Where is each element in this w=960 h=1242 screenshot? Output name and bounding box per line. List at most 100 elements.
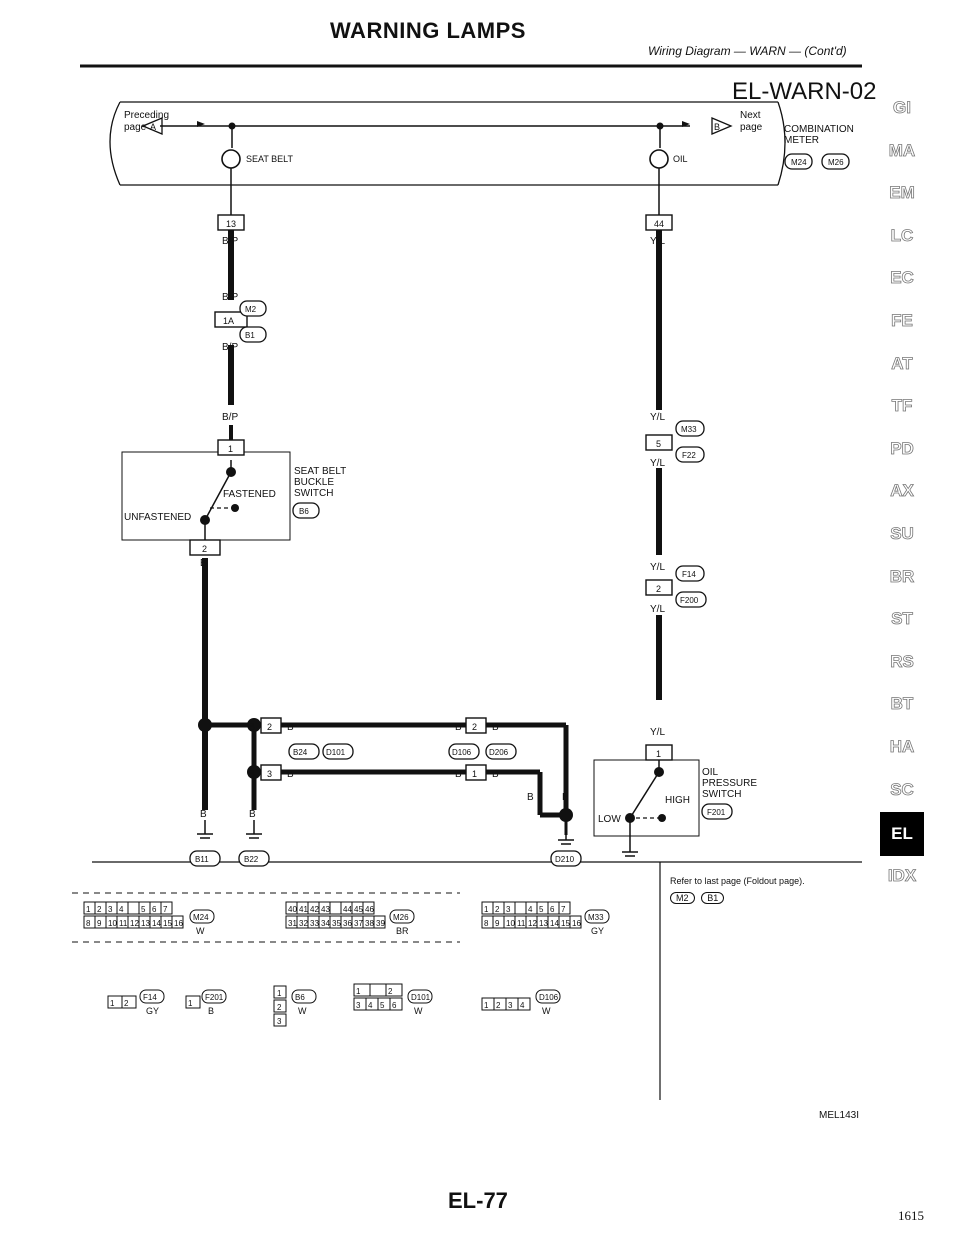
tab-pd[interactable]: PD [890,438,914,458]
gnd-wire-b-12: B [249,809,256,820]
m26-row1-pin: 40 [288,905,297,914]
next-label-2: page [740,122,763,133]
m26-row1-pin: 45 [354,905,363,914]
oil-lamp-icon [649,149,669,169]
seatbelt-lamp-icon [221,149,241,169]
d101-id: D101 [411,993,431,1002]
m33-id: M33 [588,913,604,922]
d101-row2-cell [389,997,403,1011]
tab-ec[interactable]: EC [890,268,914,288]
d101-row1-pin: 1 [356,987,361,996]
tab-em[interactable]: EM [889,183,915,203]
seatbelt-conn-m2: M2 [245,305,257,314]
m26-row2-pin: 37 [354,919,363,928]
oil-sw-name-1: OIL [702,767,719,778]
oil-pin-2: 2 [656,584,661,594]
next-label: Next [740,110,761,121]
f201-id-oval [201,989,227,1004]
tab-br[interactable]: BR [889,566,915,586]
seatbelt-wire-1: B/P [222,236,238,247]
conn-d106: D106 [452,748,472,757]
preceding-label: Preceding [124,110,169,121]
m26-row2-cell [373,915,386,929]
m33-row2-pin: 8 [484,919,489,928]
next-arrow [711,117,733,135]
f14-id: F14 [143,993,157,1002]
seatbelt-wire-2: B/P [222,292,238,303]
gnd-wire-b-5: B [248,769,255,780]
f201-id: F201 [205,993,224,1002]
tab-gi[interactable]: GI [893,98,912,118]
f14-pin: 1 [110,999,115,1008]
meter-name: COMBINATION [784,124,854,135]
m26-row2-pin: 32 [299,919,308,928]
m26-row1-pin: 43 [321,905,330,914]
seatbelt-conn-pin: 1A [223,316,234,326]
m26-id-oval [389,909,415,924]
m33-row1-pin: 4 [528,905,533,914]
oil-sw-pin: 1 [656,749,661,759]
m24-row2-cell [171,915,184,929]
m24-row2-pin: 11 [119,919,128,928]
tab-ha[interactable]: HA [889,736,915,757]
f14-cell [121,995,137,1009]
oil-wire-4: Y/L [650,562,665,573]
tab-st[interactable]: ST [891,609,914,629]
tab-idx[interactable]: IDX [887,866,917,886]
tab-rs[interactable]: RS [890,651,914,671]
b6-pin: 1 [277,989,282,998]
meter-box [109,101,786,186]
gnd-pin-1: 1 [472,769,477,779]
tab-tf[interactable]: TF [891,396,913,416]
meter-conn-m24: M24 [791,158,807,167]
conn-d206: D206 [489,748,509,757]
m24-id: M24 [193,913,209,922]
tab-fe[interactable]: FE [891,310,914,331]
page-number: EL-77 [448,1188,508,1213]
seatbelt-wire-b: B [200,558,207,569]
m26-row1-pin: 41 [299,905,308,914]
tab-su[interactable]: SU [890,523,914,544]
refer-conn-b1: B1 [701,892,725,904]
m33-row1-pin: 6 [550,905,555,914]
m26-row1-pin: 44 [343,905,352,914]
m33-row2-pin: 14 [550,919,559,928]
tab-ax[interactable]: AX [890,481,914,501]
seatbelt-sw-conn: B6 [299,507,309,516]
d106-cell [517,997,531,1011]
b6-id-oval [291,989,317,1004]
b6-cell [273,985,287,999]
gnd-wire-b-6: B [287,769,294,780]
d101-row1-cell [385,983,403,997]
m33-row1-cell [558,901,571,915]
seatbelt-sw-name-1: SEAT BELT [294,466,346,477]
m24-row1-pin: 1 [86,905,91,914]
oil-sw-name-2: PRESSURE [702,778,757,789]
tab-lc[interactable]: LC [890,225,914,245]
oil-wire-5: Y/L [650,604,665,615]
m24-row1-pin: 4 [119,905,124,914]
m24-row2-pin: 8 [86,919,91,928]
tab-at[interactable]: AT [891,353,913,373]
oil-conn-f200: F200 [680,596,699,605]
b6-id: B6 [295,993,305,1002]
oil-switch-blade [629,771,660,819]
arrow-a-label: A [150,122,156,132]
tab-sc[interactable]: SC [890,779,914,799]
fastened-label: FASTENED [223,489,276,500]
m24-row2-pin: 10 [108,919,117,928]
tab-bt[interactable]: BT [890,694,914,714]
d101-row2-pin: 3 [356,1001,361,1010]
m24-row1-pin: 3 [108,905,113,914]
m26-id: M26 [393,913,409,922]
tab-el[interactable]: EL [880,812,924,857]
oil-conn-m33: M33 [681,425,697,434]
meter-name-2: METER [784,135,819,146]
d101-row2-pin: 6 [392,1001,397,1010]
m26-row2-pin: 38 [365,919,374,928]
oil-wire-1: Y/L [650,236,665,247]
tab-ma[interactable]: MA [888,140,916,160]
gnd-wire-b-9: B [527,792,534,803]
m24-row1-pin: 2 [97,905,102,914]
